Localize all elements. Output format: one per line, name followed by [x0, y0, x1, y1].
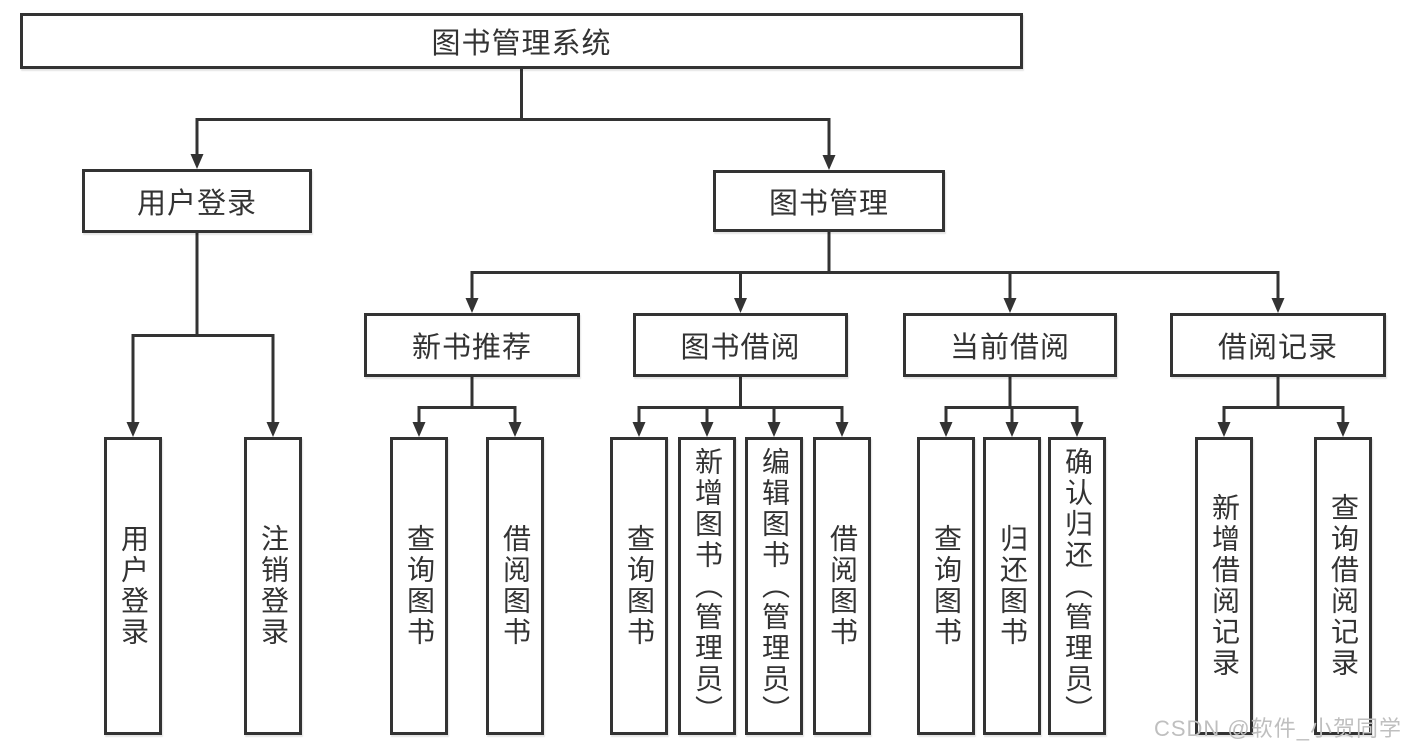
leaf-add-borrow-record: 新增借阅记录	[1195, 437, 1253, 735]
leaf-confirm-return-admin: 确认归还（管理员）	[1048, 437, 1106, 735]
node-new-book-recommend: 新书推荐	[364, 313, 580, 377]
leaf-logout: 注销登录	[244, 437, 302, 735]
node-book-borrow: 图书借阅	[633, 313, 848, 377]
leaf-borrow-books: 借阅图书	[813, 437, 871, 735]
leaf-borrow-books-recommend: 借阅图书	[486, 437, 544, 735]
leaf-query-books-recommend: 查询图书	[390, 437, 448, 735]
watermark: CSDN @软件_小贺同学	[1153, 716, 1402, 741]
leaf-user-login: 用户登录	[104, 437, 162, 735]
leaf-add-books-admin: 新增图书（管理员）	[678, 437, 736, 735]
node-borrow-records: 借阅记录	[1170, 313, 1386, 377]
node-user-login: 用户登录	[82, 169, 312, 233]
node-root: 图书管理系统	[20, 13, 1023, 69]
leaf-query-books-borrow: 查询图书	[610, 437, 668, 735]
node-current-borrow: 当前借阅	[903, 313, 1117, 377]
leaf-edit-books-admin: 编辑图书（管理员）	[745, 437, 803, 735]
leaf-return-books: 归还图书	[983, 437, 1041, 735]
node-book-management: 图书管理	[713, 170, 945, 232]
leaf-query-borrow-record: 查询借阅记录	[1314, 437, 1372, 735]
leaf-query-books-current: 查询图书	[917, 437, 975, 735]
